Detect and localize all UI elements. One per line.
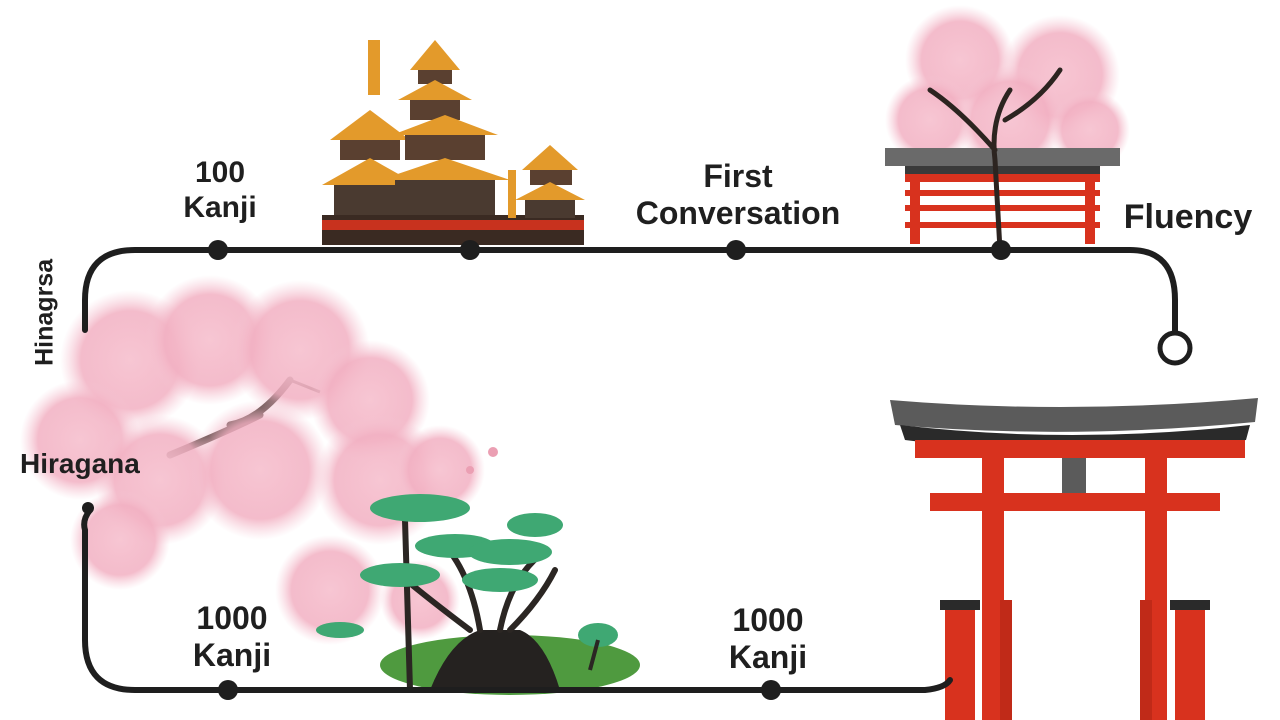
label-1000-kanji-left: 1000 Kanji (192, 600, 272, 673)
label-1000-kanji-right: 1000 Kanji (728, 602, 808, 675)
shrine-gate-icon (885, 5, 1130, 253)
milestone-dot-1000-kanji-left (218, 680, 238, 700)
label-100-kanji: 100 Kanji (183, 156, 257, 224)
bonsai-pine-icon (316, 494, 640, 695)
milestone-dot-100-kanji (208, 240, 228, 260)
milestone-dot-first-conversation (726, 240, 746, 260)
path-start-marker (82, 502, 94, 514)
label-first-conversation: First Conversation (635, 158, 841, 231)
milestone-dot-temple (460, 240, 480, 260)
pagoda-temple-icon (322, 40, 585, 245)
milestone-dot-1000-kanji-right (761, 680, 781, 700)
label-hiragana: Hiragana (20, 448, 140, 479)
path-end-marker (1157, 330, 1193, 366)
label-hiragana-vertical: Hinagrsa (30, 258, 59, 366)
label-fluency: Fluency (1123, 198, 1253, 236)
cherry-blossom-tree-left-icon (20, 275, 498, 645)
torii-gate-icon (890, 398, 1258, 720)
milestone-dot-fluency (991, 240, 1011, 260)
roadmap-path (81, 247, 1178, 693)
